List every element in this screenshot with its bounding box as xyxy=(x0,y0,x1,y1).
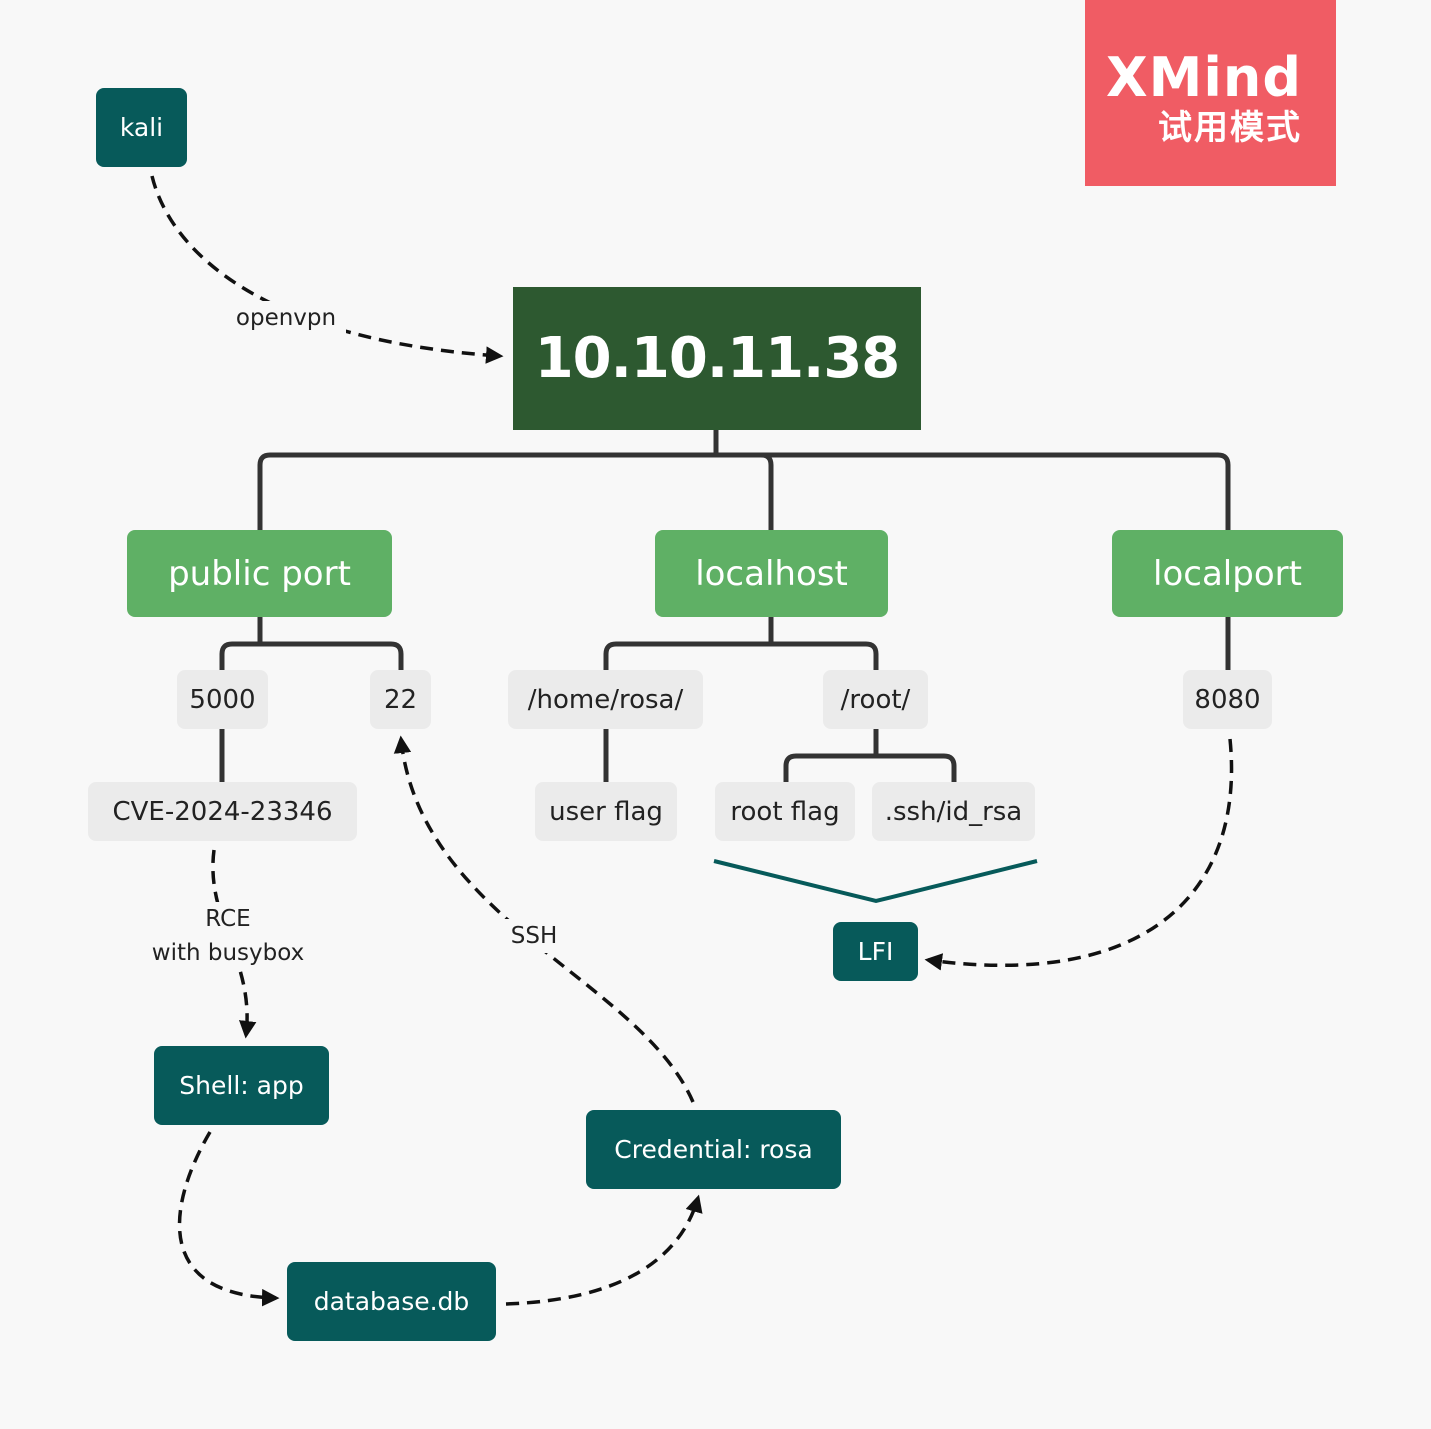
leaf-root-flag[interactable]: root flag xyxy=(715,782,855,841)
leaf-port-8080[interactable]: 8080 xyxy=(1183,670,1272,729)
edge-label-rce: RCE with busybox xyxy=(138,902,318,970)
edge-label-rce-line2: with busybox xyxy=(151,940,305,966)
leaf-port-5000[interactable]: 5000 xyxy=(177,670,268,729)
floating-credential-rosa[interactable]: Credential: rosa xyxy=(586,1110,841,1189)
floating-lfi[interactable]: LFI xyxy=(833,922,918,981)
xmind-trial-watermark: XMind 试用模式 xyxy=(1085,0,1336,186)
connector-root-localport xyxy=(716,452,1231,530)
relationship-database-credential xyxy=(505,1194,703,1306)
connector-localhost-children xyxy=(603,617,879,670)
connector-root-public-port xyxy=(257,430,719,530)
edge-label-openvpn: openvpn xyxy=(226,301,346,335)
summary-bracket xyxy=(713,859,1038,904)
branch-localhost[interactable]: localhost xyxy=(655,530,888,617)
relationship-8080-lfi xyxy=(924,738,1234,971)
leaf-ssh-id-rsa[interactable]: .ssh/id_rsa xyxy=(872,782,1035,841)
relationship-shell-database xyxy=(177,1131,280,1307)
leaf-cve[interactable]: CVE-2024-23346 xyxy=(88,782,357,841)
relationship-kali-root xyxy=(150,175,504,364)
connector-root-children xyxy=(783,729,957,782)
floating-kali[interactable]: kali xyxy=(96,88,187,167)
floating-shell-app[interactable]: Shell: app xyxy=(154,1046,329,1125)
relationship-credential-22 xyxy=(393,735,695,1103)
leaf-port-22[interactable]: 22 xyxy=(370,670,431,729)
leaf-home-rosa[interactable]: /home/rosa/ xyxy=(508,670,703,729)
floating-database-db[interactable]: database.db xyxy=(287,1262,496,1341)
branch-public-port[interactable]: public port xyxy=(127,530,392,617)
edge-label-rce-line1: RCE xyxy=(205,906,251,932)
root-topic[interactable]: 10.10.11.38 xyxy=(513,287,921,430)
branch-localport[interactable]: localport xyxy=(1112,530,1343,617)
connector-public-port-children xyxy=(219,617,404,670)
edge-label-ssh: SSH xyxy=(502,919,566,953)
leaf-user-flag[interactable]: user flag xyxy=(535,782,677,841)
watermark-title: XMind xyxy=(1106,46,1302,109)
watermark-subtitle: 试用模式 xyxy=(1158,108,1302,148)
connector-root-localhost xyxy=(716,452,774,530)
leaf-root-dir[interactable]: /root/ xyxy=(823,670,928,729)
edge-label-openvpn-text: openvpn xyxy=(235,305,337,331)
edge-label-ssh-text: SSH xyxy=(510,923,558,949)
